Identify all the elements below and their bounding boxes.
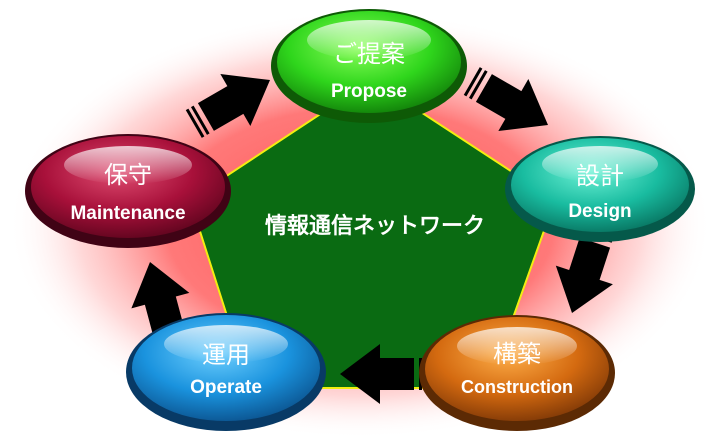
center-label: 情報通信ネットワーク <box>265 213 485 239</box>
node-design-jp: 設計 <box>576 162 624 190</box>
node-maintenance-jp: 保守 <box>104 161 152 189</box>
node-maintenance: 保守 Maintenance <box>25 134 231 248</box>
node-construction: 構築 Construction <box>419 315 615 431</box>
node-operation-en: Operate <box>190 377 262 398</box>
node-proposal-jp: ご提案 <box>333 40 405 68</box>
node-construction-jp: 構築 <box>493 340 541 368</box>
node-proposal-en: Propose <box>331 81 407 102</box>
node-operation: 運用 Operate <box>126 313 326 431</box>
node-maintenance-en: Maintenance <box>70 203 185 224</box>
node-operation-jp: 運用 <box>202 341 250 369</box>
node-construction-en: Construction <box>461 377 573 397</box>
node-design: 設計 Design <box>505 136 695 242</box>
node-design-en: Design <box>568 201 631 222</box>
node-proposal: ご提案 Propose <box>271 9 467 123</box>
